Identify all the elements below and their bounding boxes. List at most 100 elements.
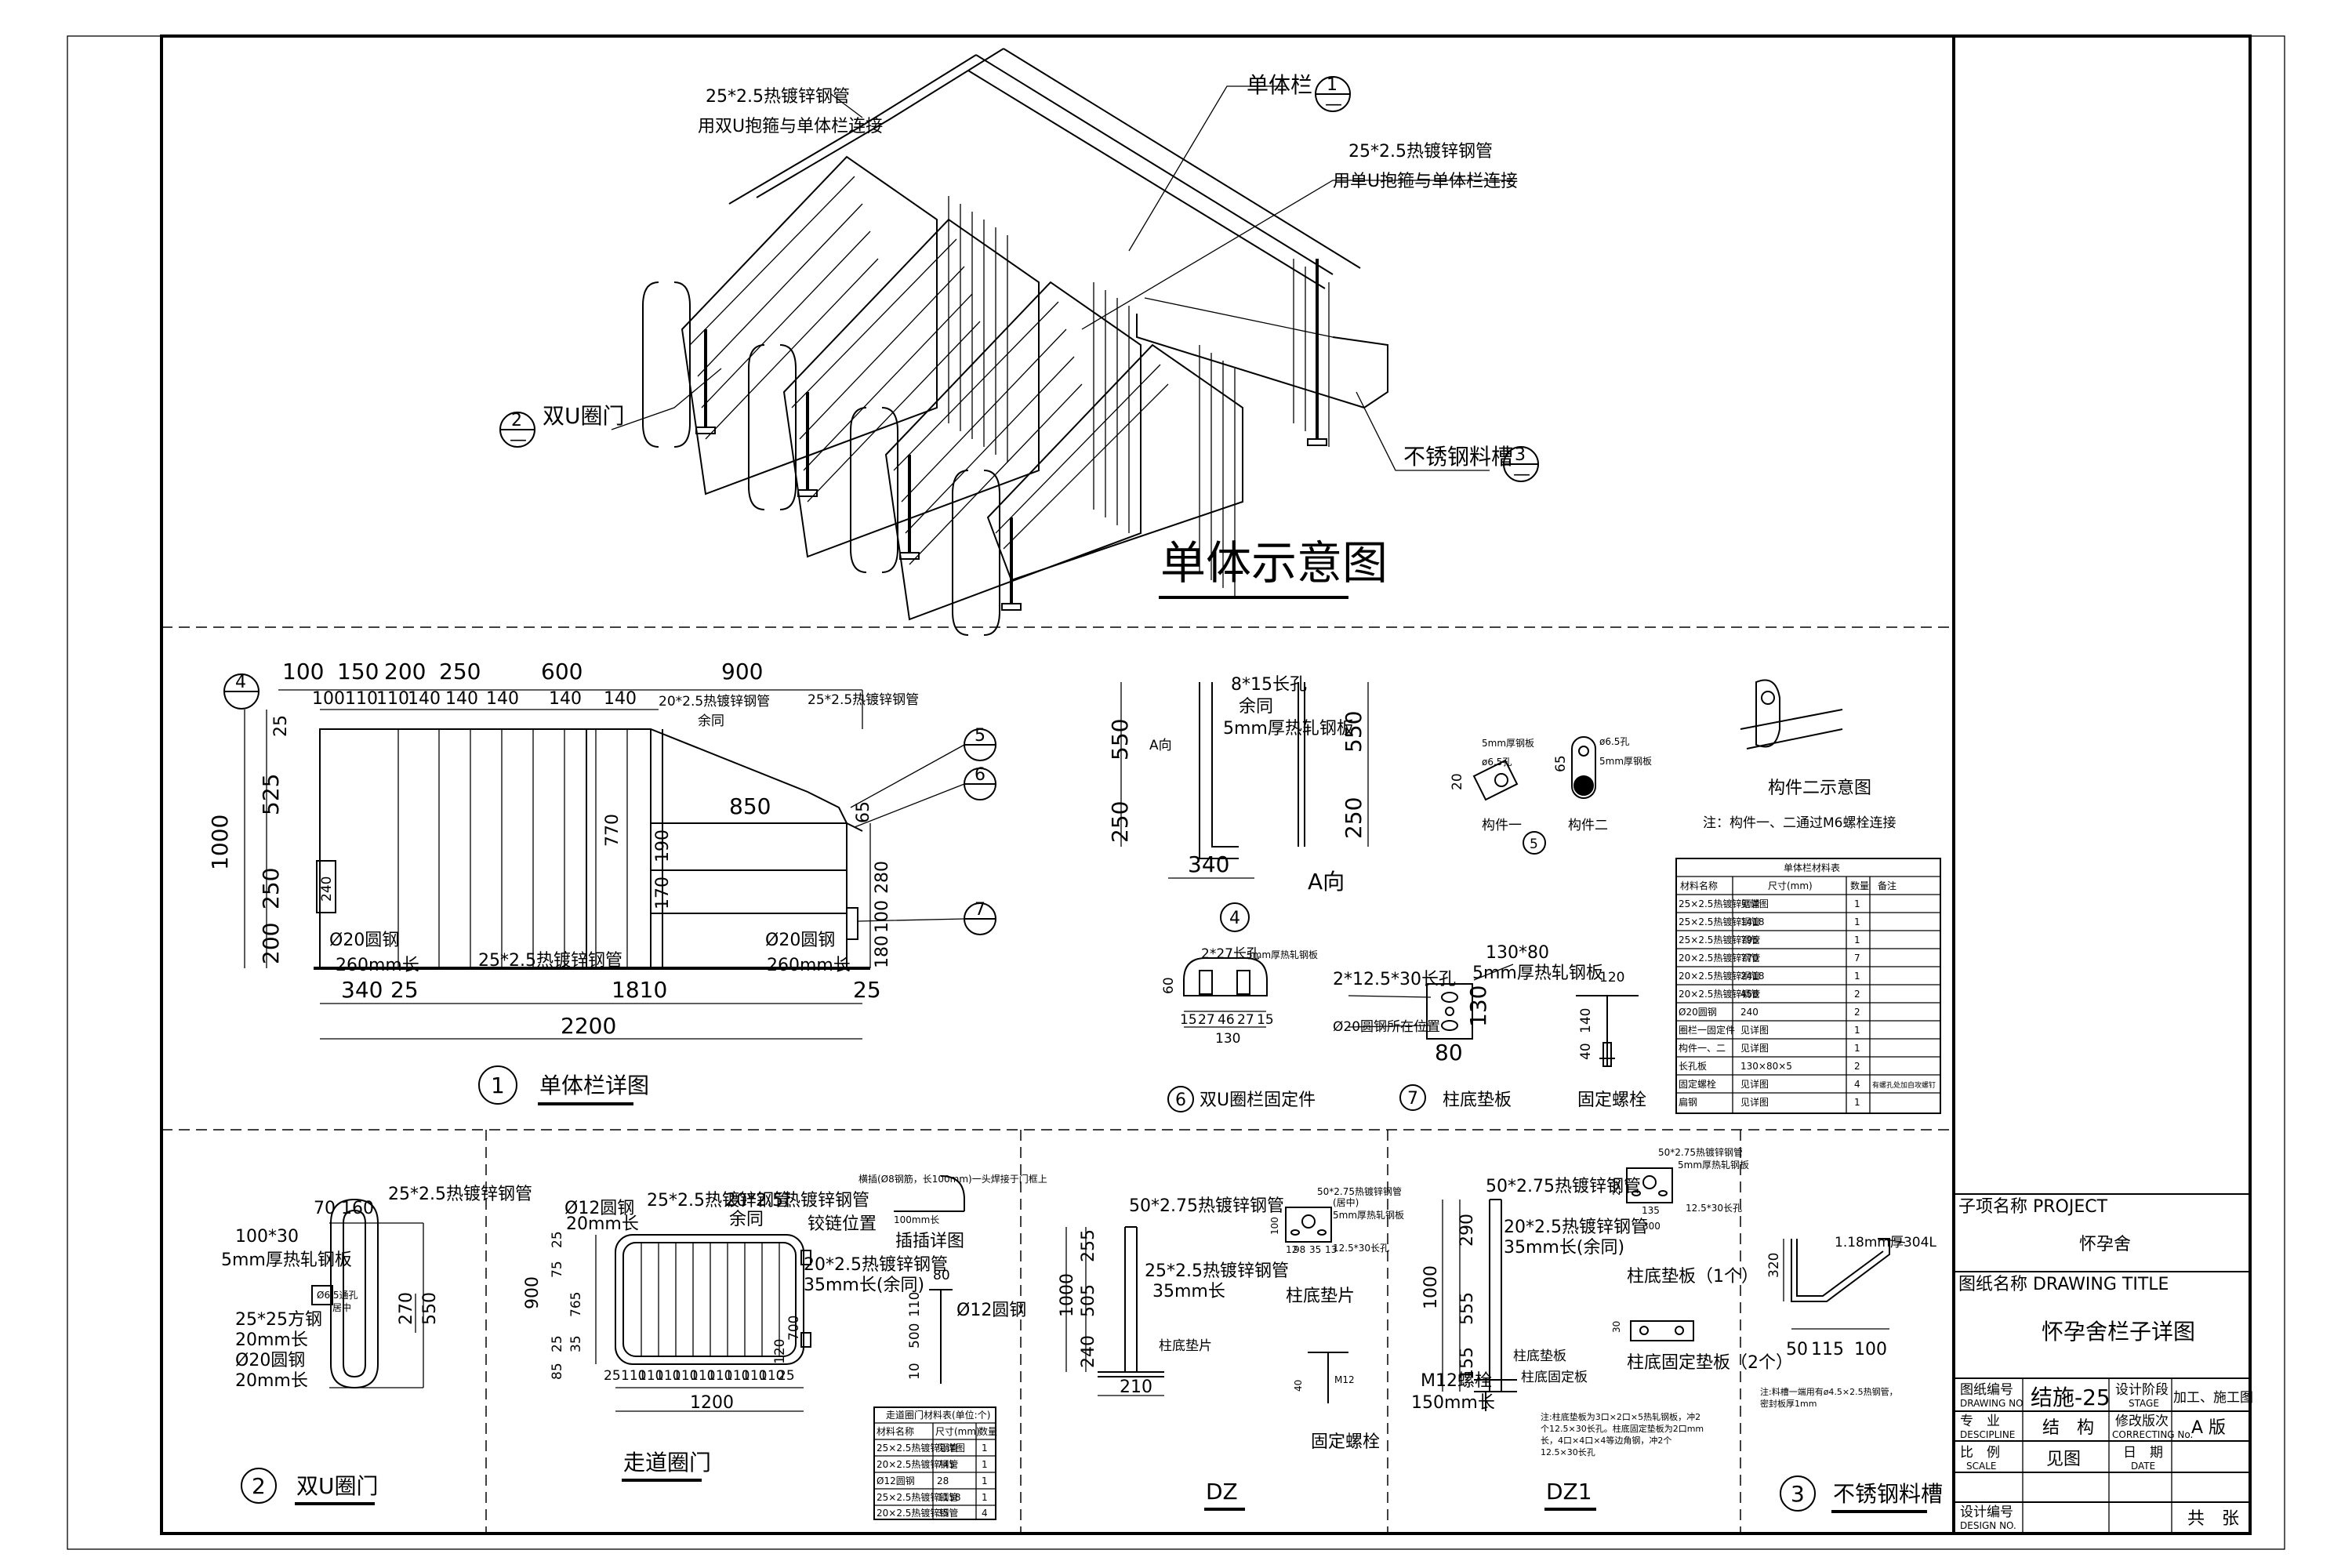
table-cell: 20×2.5热镀锌钢管 <box>877 1507 958 1519</box>
dim-850: 850 <box>729 793 771 819</box>
detail3-trough <box>1783 1238 1906 1330</box>
walkway-table-title: 走道圈门材料表(单位:个) <box>886 1409 990 1421</box>
table-cell: 130×80×5 <box>1740 1061 1792 1072</box>
tb-correct-cn: 修改版次 <box>2115 1414 2169 1429</box>
iso-label-double-u-gate: 双U圈门 <box>543 403 625 429</box>
detail2-square: 25*25方钢 <box>235 1310 322 1330</box>
dz-base-title: 柱底垫片 <box>1286 1287 1355 1306</box>
walkway-d10: 10 <box>907 1363 923 1380</box>
dz1-note: 注:柱底垫板为3口×2口×5热轧钢板，冲2个12.5×30长孔。柱底固定垫板为2… <box>1541 1412 1704 1457</box>
dim-top-5: 900 <box>721 659 763 684</box>
detail4-dim-340: 340 <box>1188 851 1229 877</box>
tb-discipline-cn: 专 业 <box>1960 1414 2000 1429</box>
dim-top-1: 150 <box>337 659 379 684</box>
detail3-title: 不锈钢料槽 <box>1833 1481 1943 1507</box>
table-cell: 1 <box>1854 1025 1860 1036</box>
dz1-d200: 200 <box>1611 1178 1622 1196</box>
dz1-pipe2-len: 35mm长(余同) <box>1504 1238 1624 1258</box>
dz1-slot: 12.5*30长孔 <box>1686 1203 1742 1214</box>
detail2-title: 双U圈门 <box>296 1473 379 1499</box>
table-cell: 见详图 <box>1740 898 1769 909</box>
detail2-rod-len: 20mm长 <box>235 1371 308 1391</box>
detail5-hole-1: ø6.5孔 <box>1482 757 1512 768</box>
detail5-parts <box>1472 679 1843 801</box>
detail7-rod: Ø20圆钢所在位置 <box>1333 1019 1440 1035</box>
dz-pd-4: 35 <box>1309 1244 1321 1255</box>
table-cell: 1 <box>1854 971 1860 982</box>
dz-dim-505: 505 <box>1079 1284 1098 1317</box>
walkway-dim-left-2: 765 <box>568 1292 584 1317</box>
walkway-dim-left-4: 35 <box>568 1335 584 1352</box>
walkway-latch-rod <box>929 1289 953 1384</box>
label-pipe-b: 25*2.5热镀锌钢管 <box>808 692 919 708</box>
dim-280: 280 <box>873 861 892 894</box>
dz1-d300: 300 <box>1642 1221 1661 1232</box>
detail4-number: 4 <box>1220 902 1250 932</box>
detail6-fixing <box>1183 957 1268 1028</box>
detail3-d50: 50 <box>1786 1340 1808 1359</box>
dim-180: 180 <box>873 935 892 968</box>
tb-stage-cn: 设计阶段 <box>2115 1382 2169 1398</box>
walkway-dim-right-1: 120 <box>772 1339 788 1364</box>
detail2-pipe: 25*2.5热镀锌钢管 <box>388 1185 532 1204</box>
title-block-grid <box>1954 1193 2250 1534</box>
dz-pipe2: 25*2.5热镀锌钢管 <box>1145 1261 1289 1281</box>
dim-top-2: 200 <box>384 659 426 684</box>
detail4-a-dir: A向 <box>1149 738 1172 753</box>
dz1-d135: 135 <box>1642 1205 1660 1216</box>
walkway-th-0: 材料名称 <box>877 1425 914 1437</box>
dim-770: 770 <box>603 814 622 847</box>
tb-stage-value: 加工、施工图 <box>2173 1390 2253 1406</box>
svg-text:7: 7 <box>975 900 985 920</box>
detail2-number: 2 <box>241 1468 277 1504</box>
detail7-bolt-140: 140 <box>1578 1008 1594 1033</box>
walkway-dim-left-0: 25 <box>550 1231 565 1248</box>
dz1-pipe2: 20*2.5热镀锌钢管 <box>1504 1218 1648 1237</box>
dz1-pipe: 50*2.75热镀锌钢管 <box>1486 1177 1641 1196</box>
detail1-number: 1 <box>478 1065 517 1105</box>
walkway-latch-len: 100mm长 <box>894 1214 939 1225</box>
detail7-size: 130*80 <box>1486 943 1549 963</box>
walkway-dim-left-6: 85 <box>550 1363 565 1380</box>
dim-second-3: 140 <box>408 689 441 709</box>
walkway-dim-left-5: 25 <box>550 1335 565 1352</box>
table-cell: 25×2.5热镀锌钢管 <box>877 1442 958 1454</box>
dz1-bolt: M12螺栓 <box>1421 1371 1492 1391</box>
dim-1000: 1000 <box>207 815 233 870</box>
dim-100: 100 <box>873 900 892 933</box>
svg-text:1: 1 <box>491 1073 505 1098</box>
mat-rows: 25×2.5热镀锌钢管 见详图 1 25×2.5热镀锌钢管 1418 1 25×… <box>1679 898 1936 1108</box>
walkway-pipe-b: 20*2.5热镀锌钢管 <box>725 1191 869 1210</box>
detail6-slot: 2*27长孔 <box>1201 946 1260 962</box>
dz-bolt-title: 固定螺栓 <box>1311 1432 1380 1452</box>
dim-top-3: 250 <box>439 659 481 684</box>
table-cell: 28 <box>937 1475 949 1486</box>
dim-second-2: 110 <box>376 689 409 709</box>
dz1-dim-155: 155 <box>1457 1347 1477 1380</box>
label-pipe-c: 25*2.5热镀锌钢管 <box>478 951 622 971</box>
dz1-top-pipe: 50*2.75热镀锌钢管 <box>1658 1146 1743 1158</box>
mat-th-0: 材料名称 <box>1680 880 1718 891</box>
tb-date-cn: 日 期 <box>2123 1445 2163 1461</box>
detail6-d2: 46 <box>1218 1012 1235 1028</box>
table-cell: 长孔板 <box>1679 1061 1707 1072</box>
iso-callout-1: 1 — <box>1315 75 1351 114</box>
detail1-title: 单体栏详图 <box>539 1073 649 1098</box>
walkway-dim-bottom-10: 25 <box>778 1368 795 1384</box>
dim-second-6: 140 <box>549 689 582 709</box>
detail2-hole: Ø6.5通孔 <box>317 1290 358 1301</box>
detail1-callout-5: 5 <box>964 726 996 761</box>
table-cell: 4 <box>982 1508 988 1519</box>
dz-title: DZ <box>1206 1479 1238 1504</box>
walkway-dim-bottom-3: 110 <box>655 1368 681 1384</box>
detail1-callout-7: 7 <box>964 900 996 935</box>
drawing-frame <box>160 34 2252 1535</box>
iso-callout-3: 3 — <box>1503 445 1539 485</box>
walkway-dim-bottom-2: 110 <box>638 1368 663 1384</box>
label-rod-right-len: 260mm长 <box>767 956 851 975</box>
dz-pd-3: 13 <box>1325 1244 1337 1255</box>
detail5-illus-title: 构件二示意图 <box>1768 779 1871 798</box>
table-cell: 2 <box>1854 1007 1860 1018</box>
detail3-note-box: 注:料槽一端用有ø4.5×2.5热钢管，密封板厚1mm <box>1760 1387 1898 1409</box>
